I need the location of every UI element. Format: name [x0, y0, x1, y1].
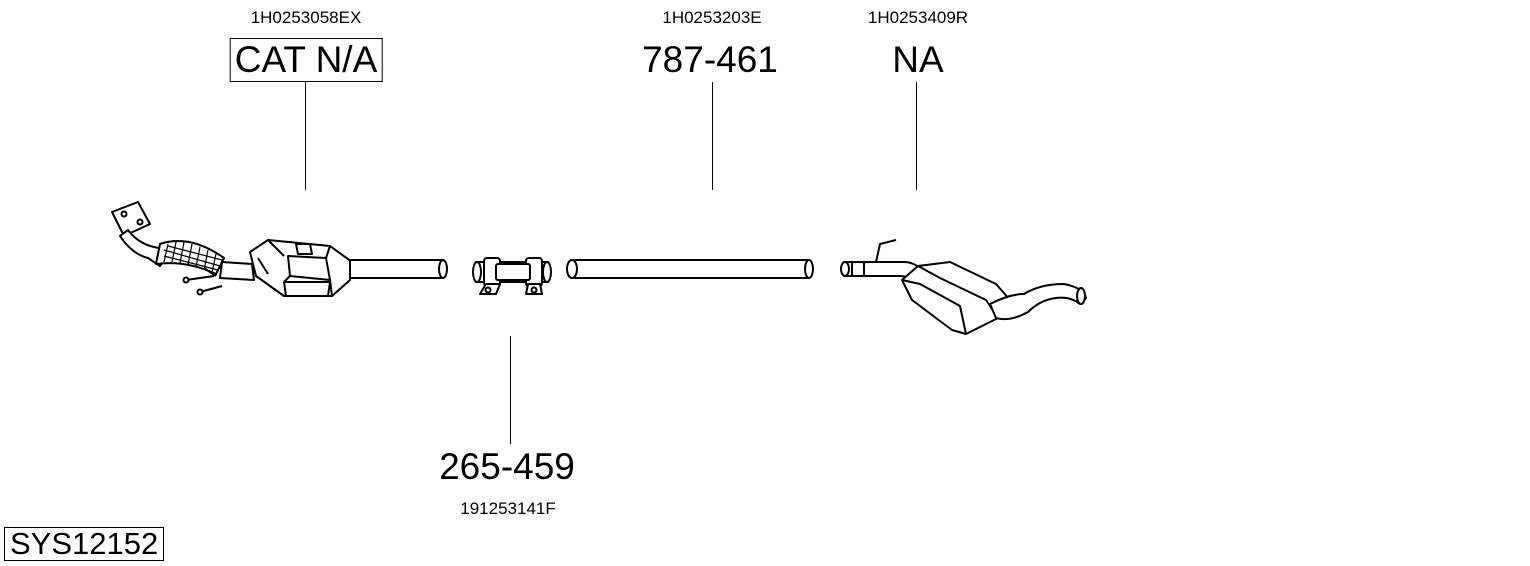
leader-line-catalytic-converter	[305, 82, 306, 190]
middle-pipe-drawing	[566, 259, 814, 279]
part-number-middle-pipe[interactable]: 787-461	[642, 39, 778, 80]
leader-line-rear-silencer	[916, 82, 917, 190]
oem-number-pipe-clamp: 191253141F	[460, 499, 556, 518]
part-number-pipe-clamp[interactable]: 265-459	[439, 446, 575, 487]
catalytic-converter-drawing	[111, 201, 448, 297]
part-number-catalytic-converter[interactable]: CAT N/A	[229, 38, 383, 82]
leader-line-pipe-clamp	[510, 336, 511, 444]
rear-silencer-drawing	[840, 239, 1087, 335]
leader-line-middle-pipe	[712, 82, 713, 190]
part-number-rear-silencer[interactable]: NA	[892, 39, 944, 80]
oem-number-middle-pipe: 1H0253203E	[662, 8, 762, 27]
oem-number-rear-silencer: 1H0253409R	[867, 8, 969, 27]
pipe-clamp-drawing	[472, 257, 552, 295]
system-code-label: SYS12152	[4, 527, 165, 561]
oem-number-catalytic-converter: 1H0253058EX	[250, 8, 362, 27]
